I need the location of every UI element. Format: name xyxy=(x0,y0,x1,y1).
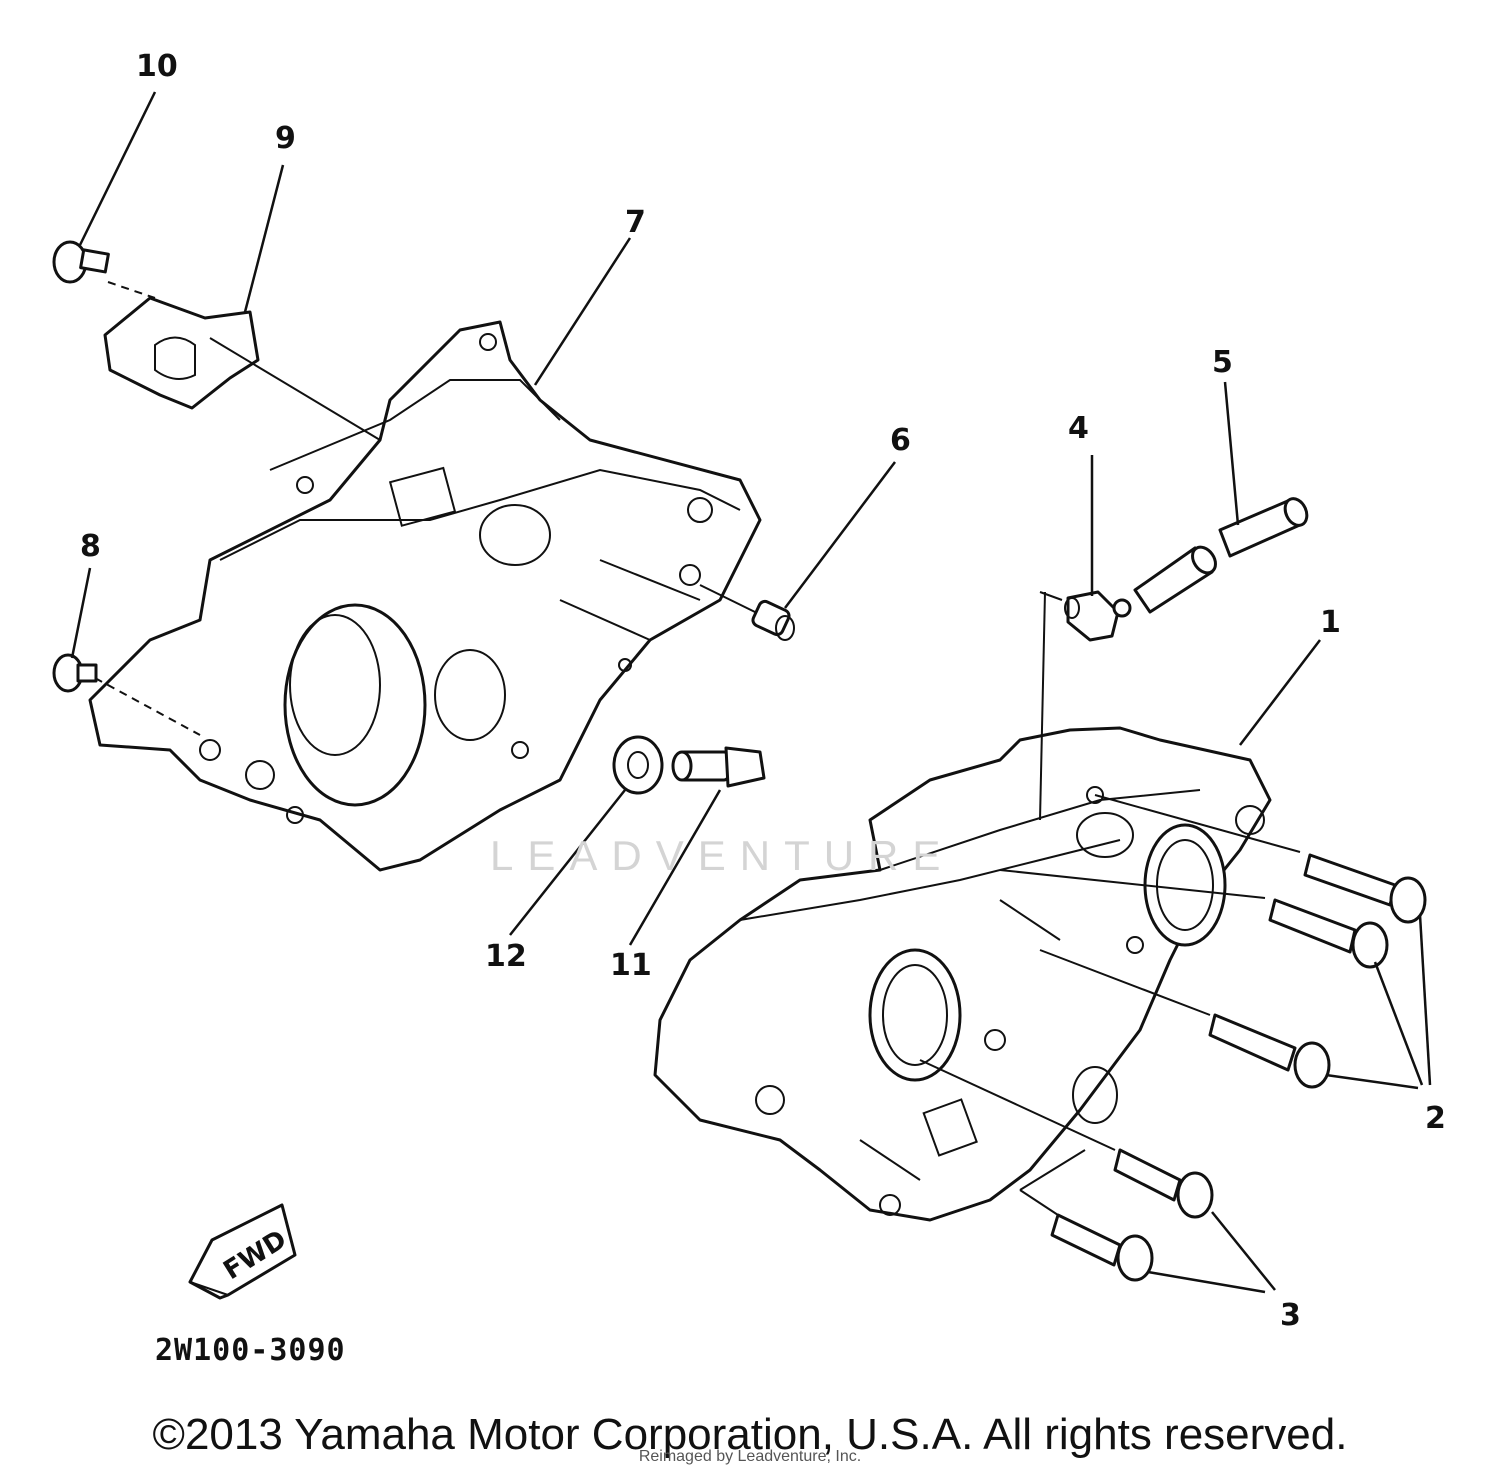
copyright-notice: ©2013 Yamaha Motor Corporation, U.S.A. A… xyxy=(152,1410,1348,1459)
bolt-3a xyxy=(1113,1148,1214,1219)
callout-10: 10 xyxy=(136,49,178,84)
forward-direction-arrow: FWD xyxy=(188,1203,297,1300)
bolt-3b xyxy=(1050,1213,1154,1282)
watermark-text: LEADVENTURE xyxy=(490,832,955,879)
callout-7: 7 xyxy=(625,205,646,240)
callout-labels: 1 2 3 4 5 6 7 8 9 10 11 12 xyxy=(80,49,1446,1333)
left-crankcase-half xyxy=(88,320,762,872)
bolt-2b xyxy=(1268,898,1389,969)
fitting xyxy=(1064,590,1132,642)
bolt-2c xyxy=(1208,1013,1331,1089)
leader-lines xyxy=(70,91,1432,1294)
screw xyxy=(52,240,110,284)
callout-5: 5 xyxy=(1212,345,1233,380)
reprint-note: Reimaged by Leadventure, Inc. xyxy=(638,1448,862,1465)
callout-11: 11 xyxy=(610,948,652,983)
callout-4: 4 xyxy=(1068,411,1089,446)
dowel-pins xyxy=(1133,497,1309,614)
drain-bolt xyxy=(671,746,766,788)
plug xyxy=(52,653,98,693)
callout-12: 12 xyxy=(485,939,527,974)
callout-6: 6 xyxy=(890,423,911,458)
diagram-part-code: 2W100-3090 xyxy=(155,1333,346,1368)
alignment-lines xyxy=(94,281,1301,1216)
bolt-2a xyxy=(1303,853,1427,924)
callout-2: 2 xyxy=(1425,1101,1446,1136)
plug-6 xyxy=(751,599,795,641)
washer xyxy=(612,735,664,795)
callout-1: 1 xyxy=(1320,605,1341,640)
callout-8: 8 xyxy=(80,529,101,564)
right-crankcase-half xyxy=(653,726,1272,1222)
callout-9: 9 xyxy=(275,121,296,156)
cover-plate xyxy=(103,296,260,410)
callout-3: 3 xyxy=(1280,1298,1301,1333)
